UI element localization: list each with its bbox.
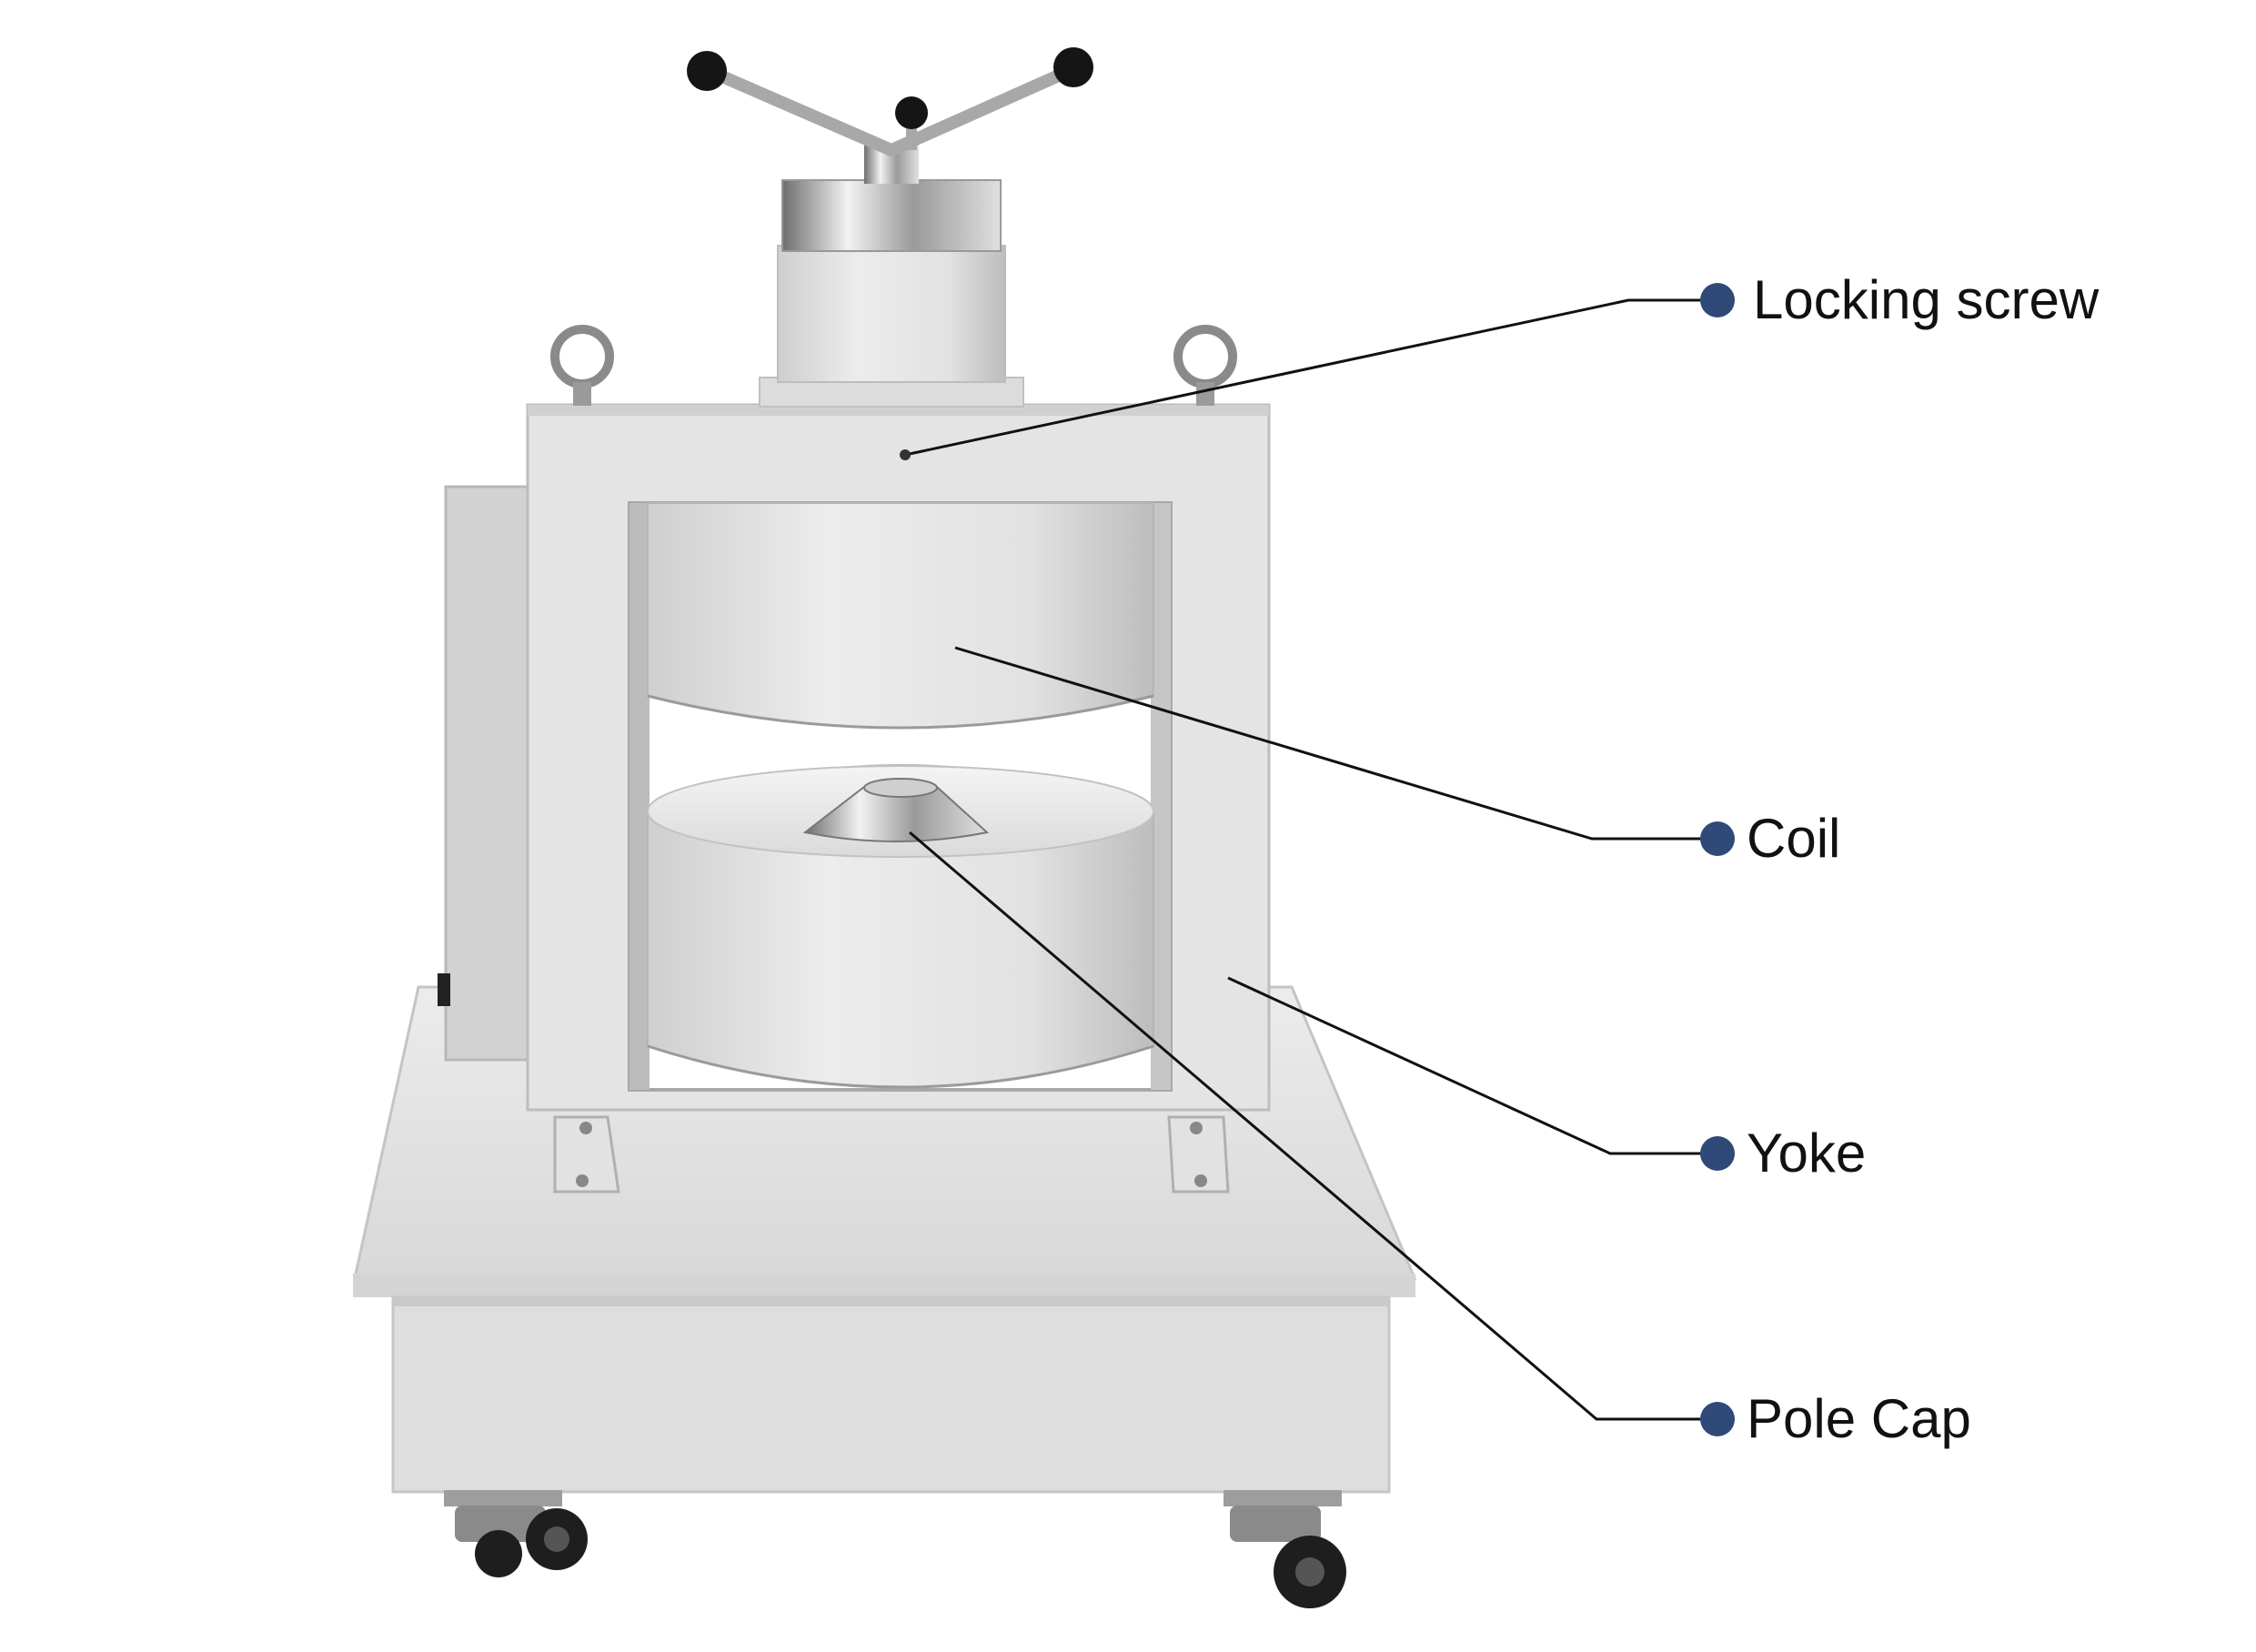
leader-lines (900, 298, 1710, 1421)
leader-line-yoke (1227, 976, 1710, 1155)
control-box (438, 485, 529, 1062)
caster-right (1224, 1490, 1346, 1608)
caster-left (444, 1490, 588, 1577)
callout-locking-screw: Locking screw (1700, 269, 2100, 330)
callout-label: Pole Cap (1747, 1388, 1971, 1449)
eye-bolt-left (550, 325, 614, 406)
callout-label: Locking screw (1753, 269, 2100, 330)
callout-marker (1700, 1136, 1735, 1171)
bracket-right (1167, 1115, 1230, 1194)
callout-yoke: Yoke (1700, 1123, 1866, 1184)
pole-cap (802, 778, 990, 842)
callout-pole-cap: Pole Cap (1700, 1388, 1971, 1449)
callout-label: Yoke (1747, 1123, 1866, 1184)
callout-marker (1700, 821, 1735, 856)
callout-coil: Coil (1700, 808, 1840, 869)
leader-line-locking-screw (904, 298, 1710, 457)
callout-label: Coil (1747, 808, 1840, 869)
eye-bolt-right (1173, 325, 1237, 406)
callout-marker (1700, 1402, 1735, 1436)
screw-housing (759, 144, 1024, 408)
star-handle (687, 47, 1093, 156)
upper-coil (647, 502, 1154, 730)
leader-line-coil (954, 646, 1710, 841)
bracket-left (553, 1115, 620, 1194)
callout-marker (1700, 283, 1735, 317)
leader-line-pole-cap (909, 831, 1710, 1421)
